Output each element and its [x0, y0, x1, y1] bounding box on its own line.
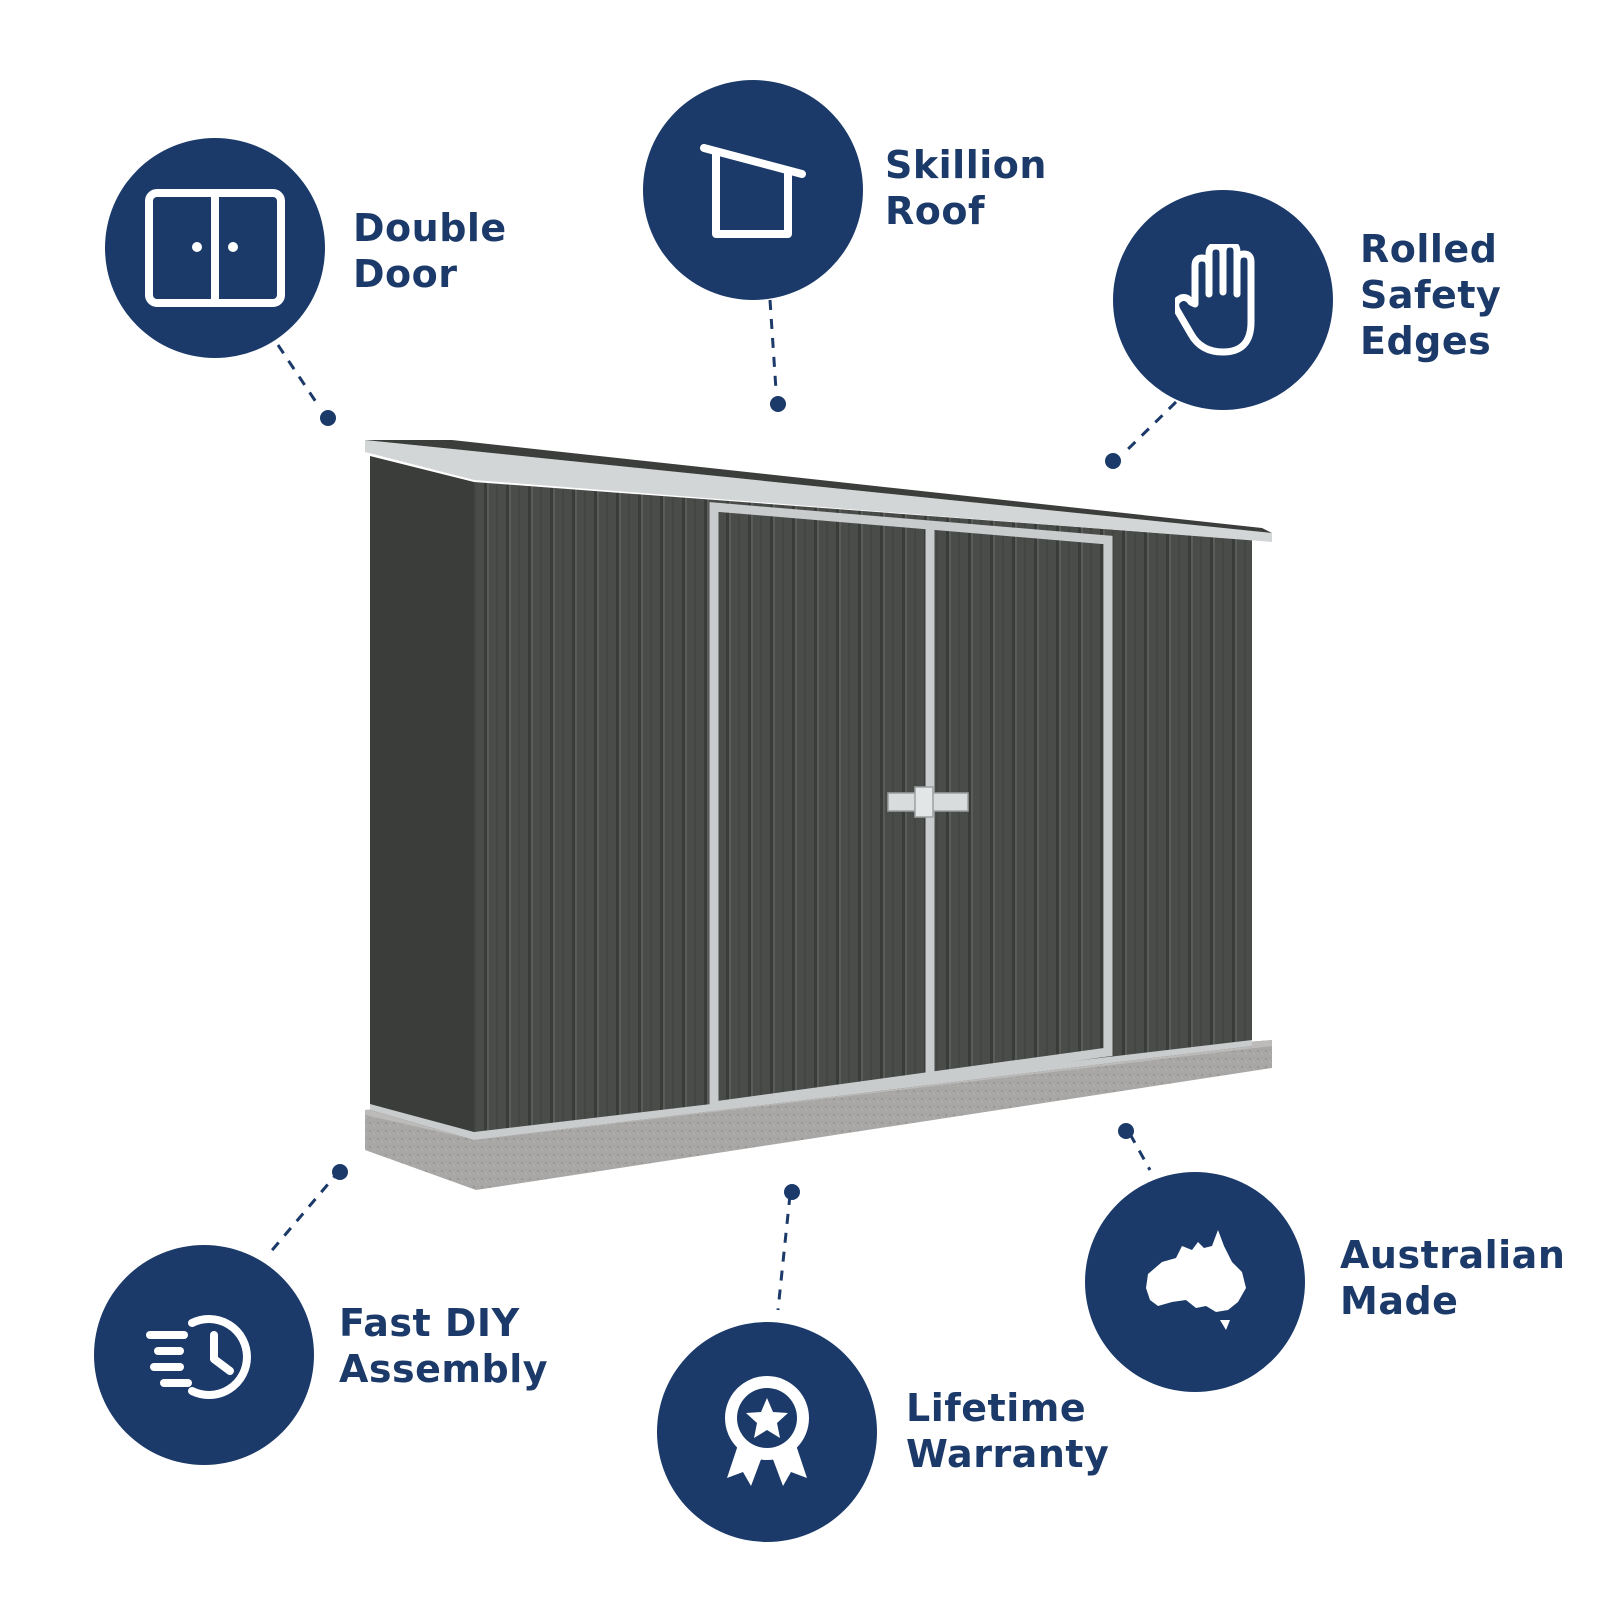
skillion-roof-label: Skillion Roof [885, 143, 1047, 233]
double-door-badge [105, 138, 325, 358]
connector-dot [320, 410, 336, 426]
australian-made-badge [1085, 1172, 1305, 1392]
door-frame [709, 502, 1113, 1112]
concrete-slab [365, 1040, 1272, 1190]
shed-side-wall [370, 456, 474, 1140]
australian-made-label: Australian Made [1340, 1233, 1566, 1323]
skillion-roof-badge [643, 80, 863, 300]
double-door-icon [145, 189, 285, 307]
shed-roof [365, 440, 1272, 542]
fast-clock-icon [146, 1315, 251, 1399]
rolled-safety-edges-badge [1113, 190, 1333, 410]
connector-dot [1105, 453, 1121, 469]
award-ribbon-icon [725, 1376, 809, 1486]
australia-map-icon [1146, 1230, 1246, 1330]
fast-diy-assembly-label: Fast DIY Assembly [339, 1301, 549, 1391]
rolled-safety-edges-label: Rolled Safety Edges [1360, 227, 1502, 363]
connector-dot [1118, 1123, 1134, 1139]
hand-icon [1175, 244, 1255, 356]
double-door-label: Double Door [353, 206, 507, 296]
lifetime-warranty-badge [657, 1322, 877, 1542]
lifetime-warranty-label: Lifetime Warranty [906, 1386, 1110, 1476]
shed-front-wall [474, 482, 1252, 1140]
connector-dot [332, 1164, 348, 1180]
fast-diy-assembly-badge [94, 1245, 314, 1465]
connector-dot [784, 1184, 800, 1200]
connector-dot [770, 396, 786, 412]
skillion-roof-icon [700, 144, 806, 238]
